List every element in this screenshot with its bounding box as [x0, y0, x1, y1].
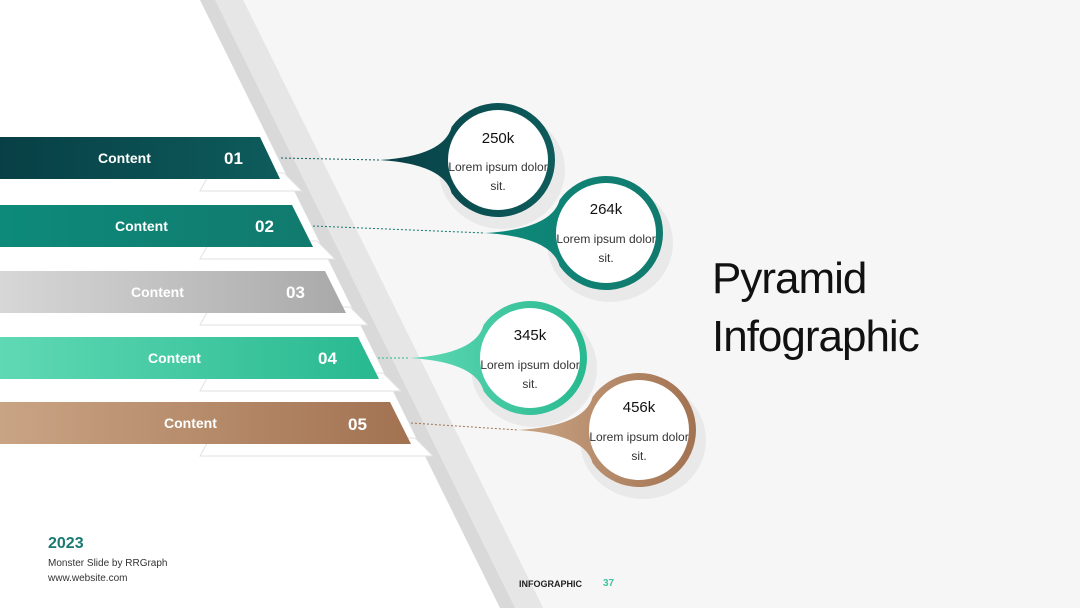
- footer-website: www.website.com: [48, 573, 128, 584]
- bar-label-4: Content: [148, 350, 201, 366]
- bubble-text-2: Lorem ipsum dolor sit.: [556, 232, 656, 265]
- bar-number-1: 01: [224, 149, 243, 168]
- content-bar-2: [0, 205, 313, 247]
- bubble-text-4: Lorem ipsum dolor sit.: [480, 358, 580, 391]
- content-bar-1: [0, 137, 280, 179]
- bar-number-4: 04: [318, 349, 337, 368]
- connector-line-2: [312, 225, 486, 234]
- connector-line-5: [410, 422, 519, 431]
- bubble-text-5: Lorem ipsum dolor sit.: [589, 430, 689, 463]
- bubble-value-2: 264k: [589, 201, 623, 218]
- bar-label-1: Content: [98, 150, 151, 166]
- slide-title-line-2: Infographic: [712, 312, 920, 361]
- bubble-value-4: 345k: [513, 327, 547, 344]
- bubble-inner-4: [480, 308, 580, 408]
- footer-section-label: INFOGRAPHIC -: [519, 579, 583, 589]
- bubble-value-5: 456k: [622, 399, 656, 416]
- content-bar-3: [0, 271, 346, 313]
- bubble-inner-5: [589, 380, 689, 480]
- page-number: 37: [603, 578, 615, 589]
- bubble-inner-1: [448, 110, 548, 210]
- bar-number-3: 03: [286, 283, 305, 302]
- content-bar-4: [0, 337, 379, 379]
- bar-number-2: 02: [255, 217, 274, 236]
- slide-title-line-1: Pyramid: [712, 254, 867, 303]
- footer-year: 2023: [48, 535, 84, 552]
- bubble-text-1: Lorem ipsum dolor sit.: [448, 160, 548, 193]
- bubble-inner-2: [556, 183, 656, 283]
- footer-brand: Monster Slide by RRGraph: [48, 558, 168, 569]
- slide-title: Pyramid Infographic: [712, 250, 920, 366]
- content-bar-5: [0, 402, 411, 444]
- bar-number-5: 05: [348, 415, 367, 434]
- bubble-value-1: 250k: [481, 130, 515, 147]
- bar-label-3: Content: [131, 284, 184, 300]
- bar-label-5: Content: [164, 415, 217, 431]
- bar-label-2: Content: [115, 218, 168, 234]
- connector-line-1: [280, 157, 381, 161]
